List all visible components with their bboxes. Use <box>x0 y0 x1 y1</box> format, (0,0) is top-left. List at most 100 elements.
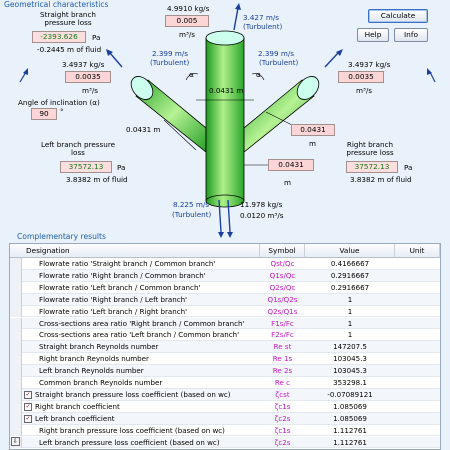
right-flow-field[interactable]: 0.0035 <box>338 71 384 83</box>
designation-cell: Right branch Reynolds number <box>39 354 149 364</box>
designation-cell: Straight branch pressure loss coefficien… <box>35 389 231 399</box>
value-cell: 1.112761 <box>333 425 367 435</box>
table-row[interactable]: Cross-sections area ratio 'Right branch … <box>10 317 440 330</box>
unit-cell <box>395 270 440 282</box>
left-flow-field[interactable]: 0.0035 <box>65 71 111 83</box>
col-value[interactable]: Value <box>305 244 395 258</box>
chart-icon[interactable]: ✓ <box>24 414 32 423</box>
row-selector[interactable] <box>10 400 22 413</box>
top-regime: (Turbulent) <box>243 22 283 31</box>
unit-cell <box>395 413 440 425</box>
row-selector[interactable] <box>10 305 22 318</box>
row-selector[interactable] <box>10 293 22 306</box>
alpha-left: α <box>189 70 194 79</box>
value-cell: 147207.5 <box>333 342 367 352</box>
designation-cell: Flowrate ratio 'Right branch / Common br… <box>39 270 206 280</box>
table-header: Designation Symbol Value Unit <box>10 244 440 258</box>
diameter-right-unit: m <box>309 139 317 148</box>
calculate-button[interactable]: Calculate <box>368 9 428 23</box>
symbol-cell: Qst/Qc <box>270 259 295 268</box>
value-cell: 103045.3 <box>333 366 367 376</box>
row-selector[interactable] <box>10 412 22 425</box>
value-cell: 1 <box>347 330 353 340</box>
value-cell: 0.2916667 <box>330 282 370 292</box>
info-button[interactable]: Info <box>394 28 428 42</box>
table-row[interactable]: Cross-sections area ratio 'Left branch /… <box>10 329 440 342</box>
table-row[interactable]: Flowrate ratio 'Left branch / Right bran… <box>10 305 440 318</box>
row-selector[interactable] <box>10 424 22 437</box>
designation-cell: Right branch pressure loss coefficient (… <box>39 425 225 435</box>
diameter-common-field[interactable]: 0.0431 <box>268 159 314 171</box>
table-row[interactable]: Flowrate ratio 'Straight branch / Common… <box>10 258 440 270</box>
unit-cell <box>395 437 440 449</box>
top-flow-unit: m³/s <box>179 30 196 39</box>
table-row[interactable]: Left branch pressure loss coefficient (b… <box>10 436 440 449</box>
table-row[interactable]: Flowrate ratio 'Right branch / Common br… <box>10 269 440 282</box>
diameter-common-unit: m <box>284 178 292 187</box>
symbol-cell: F2s/Fc <box>271 330 294 340</box>
diameter-right-field[interactable]: 0.0431 <box>291 124 335 136</box>
symbol-cell: ζc1s <box>274 401 291 411</box>
help-button[interactable]: Help <box>357 28 389 42</box>
common-kgs: 11.978 kg/s <box>240 200 283 209</box>
value-cell: 1.085069 <box>333 413 367 423</box>
row-selector[interactable] <box>10 317 22 330</box>
row-selector[interactable] <box>10 258 22 270</box>
symbol-cell: Q1s/Q2s <box>267 294 298 304</box>
table-row[interactable]: Flowrate ratio 'Right branch / Left bran… <box>10 293 440 306</box>
col-unit[interactable]: Unit <box>395 244 440 258</box>
col-designation[interactable]: Designation <box>10 244 260 258</box>
right-flow-regime: (Turbulent) <box>259 58 299 67</box>
row-selector[interactable] <box>10 377 22 389</box>
left-branch-fluid: 3.8382 m of fluid <box>66 175 128 184</box>
left-flow-regime: (Turbulent) <box>150 58 190 67</box>
angle-field[interactable]: 90 <box>31 108 57 120</box>
left-branch-unit: Pa <box>117 163 126 172</box>
straight-branch-label: Straight branch pressure loss <box>40 10 96 28</box>
unit-cell <box>395 306 440 318</box>
results-table[interactable]: Designation Symbol Value Unit Flowrate r… <box>9 243 441 450</box>
value-cell: 1 <box>347 318 353 328</box>
right-branch-unit: Pa <box>404 163 413 172</box>
designation-cell: Flowrate ratio 'Left branch / Common bra… <box>39 282 201 292</box>
left-flow-kgs: 3.4937 kg/s <box>62 60 105 69</box>
row-selector[interactable] <box>10 329 22 342</box>
row-selector[interactable] <box>10 341 22 354</box>
table-row[interactable]: Flowrate ratio 'Left branch / Common bra… <box>10 281 440 294</box>
row-selector[interactable] <box>10 353 22 366</box>
right-branch-pressure-field[interactable]: 37572.13 <box>346 161 398 173</box>
designation-cell: Cross-sections area ratio 'Left branch /… <box>39 330 240 340</box>
chart-icon[interactable]: ✓ <box>24 402 32 411</box>
row-selector[interactable] <box>10 269 22 282</box>
unit-cell <box>395 329 440 341</box>
symbol-cell: ζcst <box>275 389 290 399</box>
chart-icon[interactable]: ✓ <box>24 390 32 399</box>
left-branch-label: Left branch pressure loss <box>40 140 116 158</box>
left-branch-pressure-field[interactable]: 37572.13 <box>60 161 112 173</box>
table-row[interactable]: ✓Straight branch pressure loss coefficie… <box>10 388 440 401</box>
straight-branch-pressure-field[interactable]: -2393.626 <box>32 31 86 43</box>
unit-cell <box>395 377 440 389</box>
value-cell: 1 <box>347 294 353 304</box>
row-selector[interactable] <box>10 365 22 377</box>
right-flow-speed: 2.399 m/s <box>258 49 295 58</box>
value-cell: 1 <box>347 306 353 316</box>
scroll-down-icon[interactable]: ⇩ <box>11 437 20 446</box>
left-flow-unit: m³/s <box>82 86 99 95</box>
col-symbol[interactable]: Symbol <box>260 244 305 258</box>
symbol-cell: Q2s/Q1s <box>267 306 298 316</box>
designation-cell: Flowrate ratio 'Left branch / Right bran… <box>39 306 188 316</box>
designation-cell: Right branch coefficient <box>35 401 120 411</box>
top-flow-field[interactable]: 0.005 <box>165 15 209 27</box>
row-selector[interactable] <box>10 388 22 401</box>
table-row[interactable]: Right branch pressure loss coefficient (… <box>10 424 440 437</box>
row-selector[interactable] <box>10 281 22 294</box>
unit-cell <box>395 282 440 294</box>
designation-cell: Left branch pressure loss coefficient (b… <box>39 437 220 447</box>
